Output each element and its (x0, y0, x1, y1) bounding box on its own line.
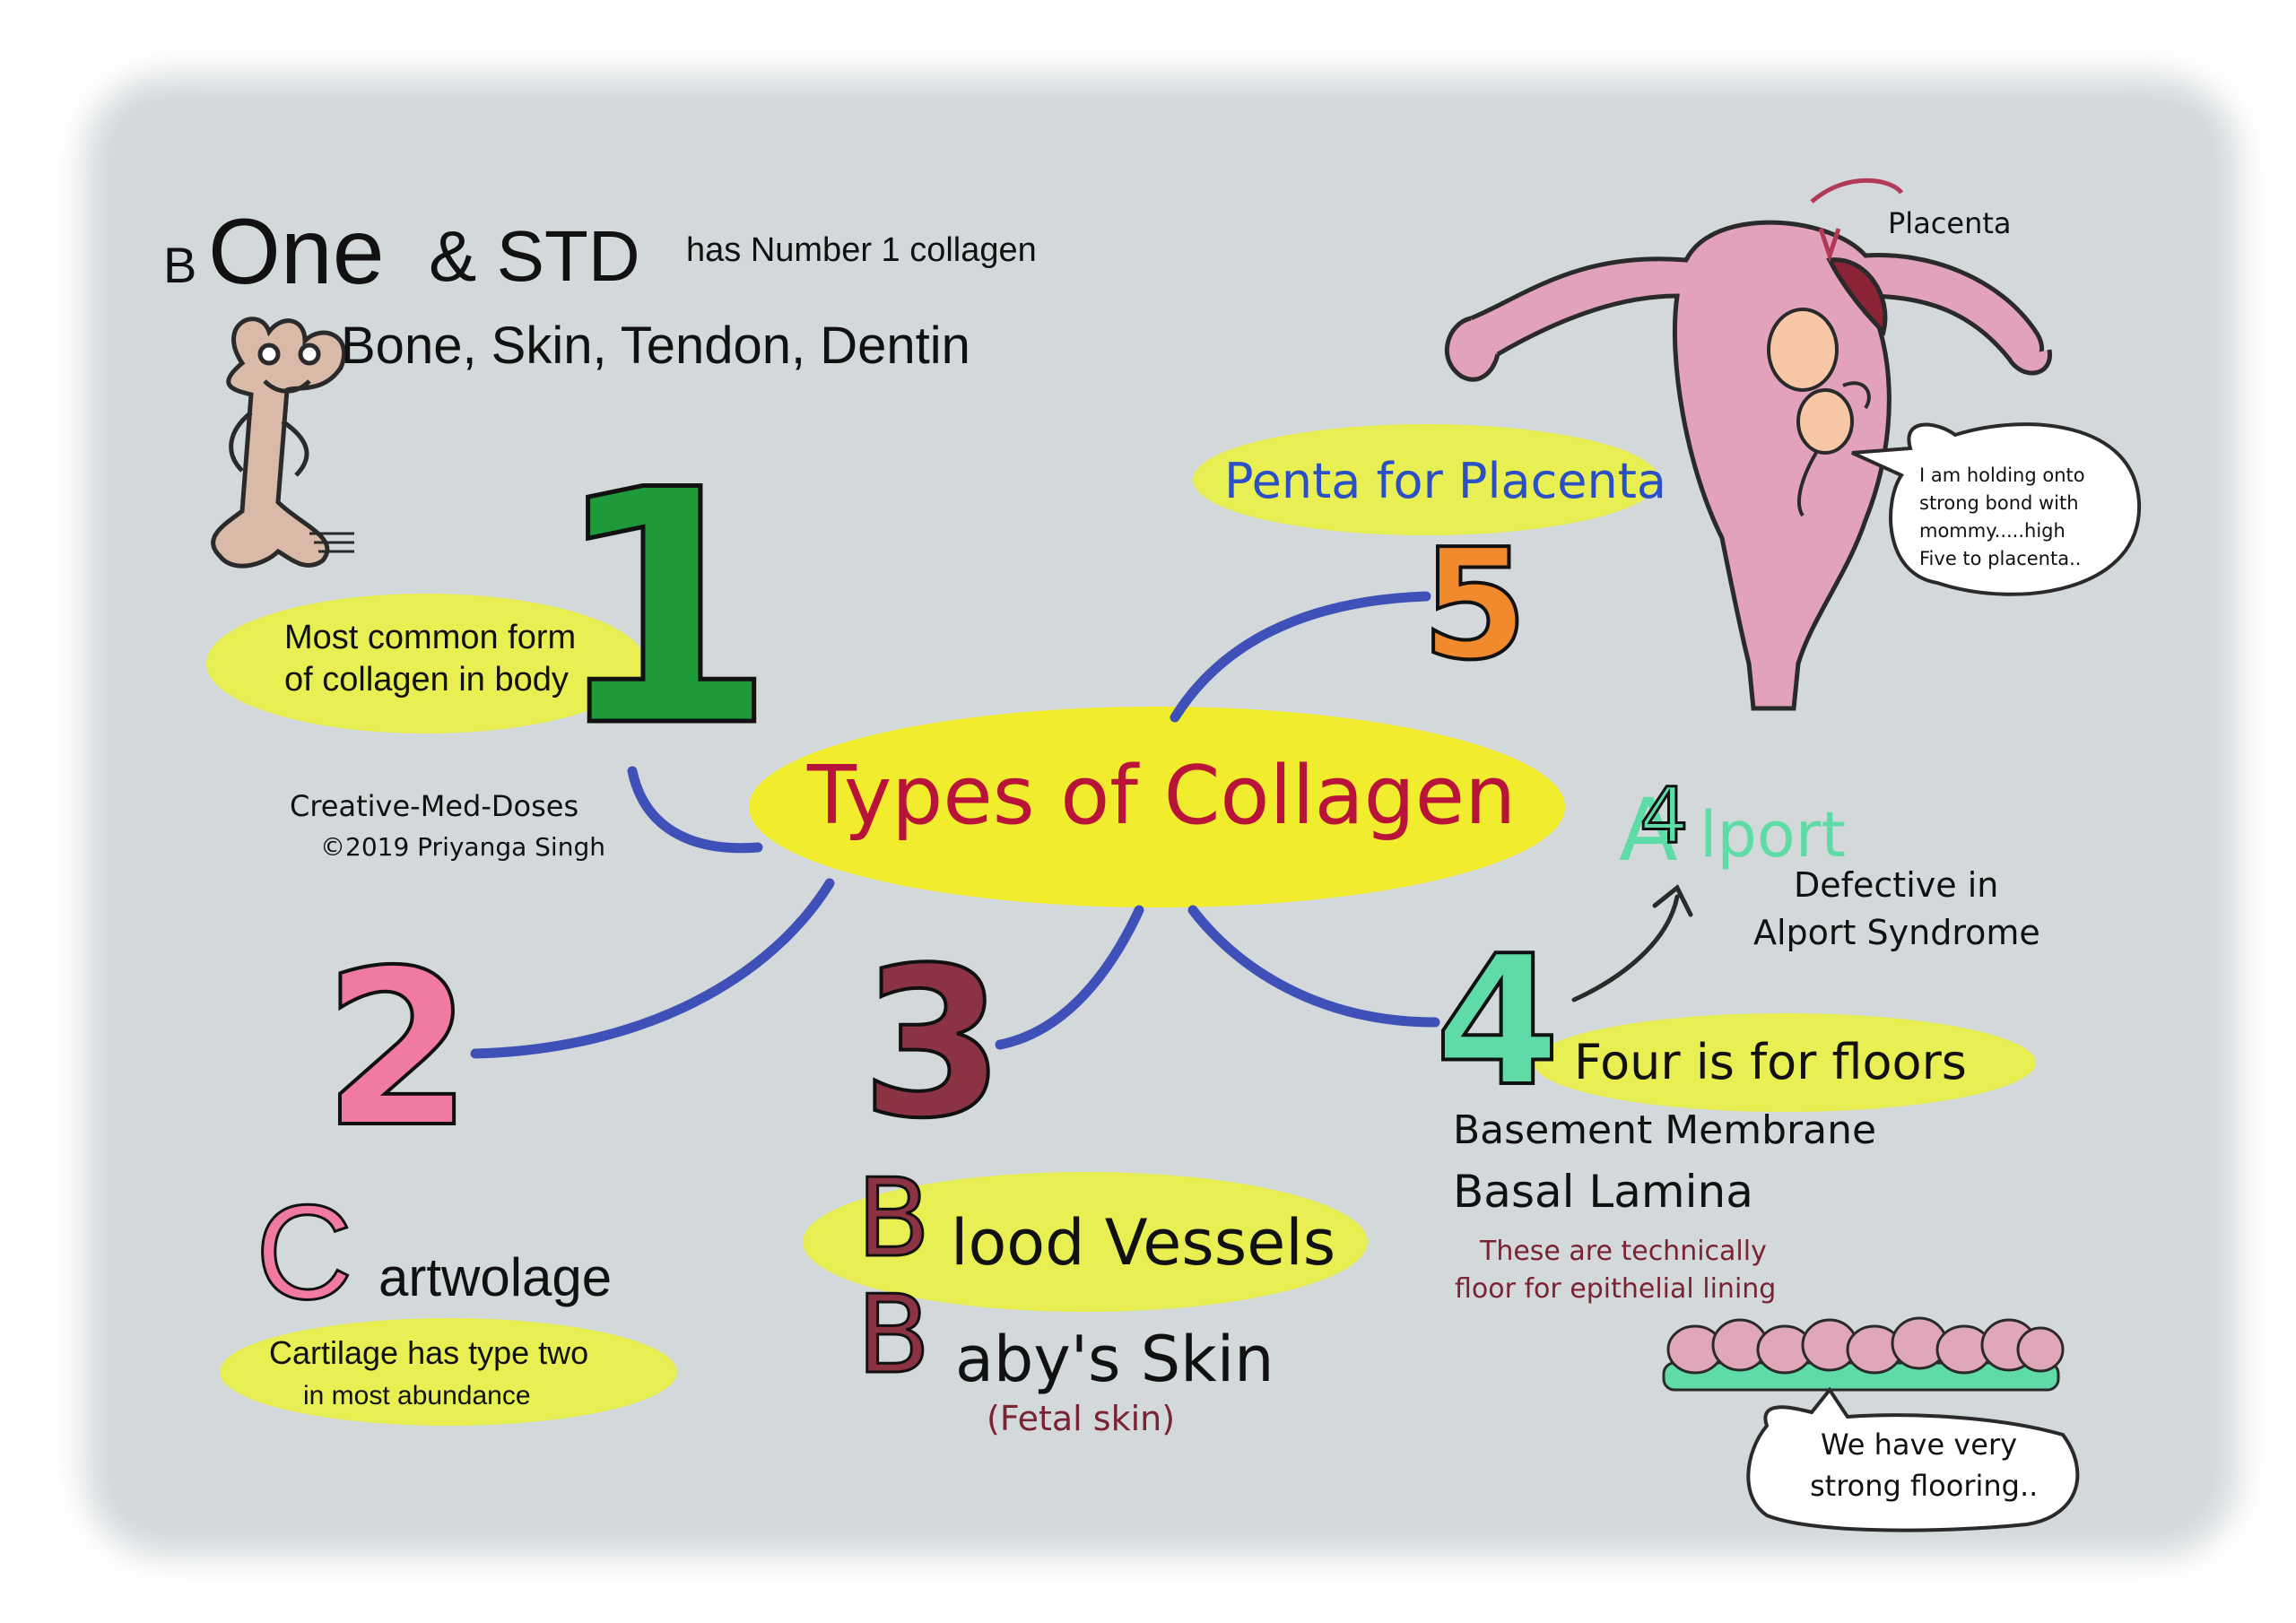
basal-lamina: Basal Lamina (1453, 1166, 1753, 1218)
highlight-cartilage (220, 1318, 677, 1426)
alport-defect-line2: Alport Syndrome (1753, 913, 2040, 952)
branch-lines (470, 591, 1440, 1059)
placenta-bubble-line3: mommy.....high (1919, 520, 2066, 542)
alport-a: A (1619, 780, 1678, 881)
arrow-icon (1571, 884, 1693, 1002)
branch-line-5 (1170, 591, 1431, 723)
flooring-bubble (1746, 1386, 2080, 1532)
title-bubble (749, 707, 1565, 907)
mnemonic-b-small: B (163, 237, 197, 293)
type2-fact-line2: in most abundance (303, 1381, 531, 1410)
placenta-label: Placenta (1888, 206, 2012, 240)
alport-defect-line1: Defective in (1794, 865, 1999, 905)
babys-skin-rest: aby's Skin (955, 1323, 1274, 1396)
uterus-icon (1444, 178, 2052, 711)
branch-line-3 (995, 905, 1144, 1050)
highlight-penta (1193, 424, 1659, 535)
mnemonic-note: has Number 1 collagen (686, 231, 1037, 269)
type1-fact-line2: of collagen in body (284, 661, 569, 699)
alport-rest: lport (1700, 798, 1846, 872)
type1-fact-line1: Most common form (284, 619, 577, 656)
bone-character-icon (211, 317, 354, 568)
type4-note-line1: These are technically (1480, 1236, 1767, 1267)
mnemonic-std: & STD (429, 216, 640, 296)
highlight-floors (1534, 1013, 2036, 1112)
fetus-icon (1767, 308, 1871, 517)
type1-expansion: Bone, Skin, Tendon, Dentin (341, 317, 970, 375)
blood-vessels-rest: lood Vessels (951, 1206, 1336, 1280)
digit-1: 1 (550, 421, 778, 797)
branch-line-1 (627, 766, 763, 854)
branch-line-2 (470, 878, 835, 1059)
highlight-type1 (206, 594, 646, 733)
cartwolage-c: C (254, 1176, 353, 1329)
type4-note-line2: floor for epithelial lining (1455, 1273, 1777, 1305)
flooring-bubble-line2: strong flooring.. (1810, 1469, 2039, 1503)
placenta-bubble-line2: strong bond with (1919, 492, 2079, 514)
cartwolage-rest: artwolage (378, 1247, 613, 1307)
digit-5: 5 (1420, 516, 1529, 694)
page-title: Types of Collagen (807, 749, 1517, 843)
type2-fact-line1: Cartilage has type two (269, 1334, 589, 1371)
penta-mnemonic: Penta for Placenta (1224, 453, 1666, 509)
mnemonic-one: One (208, 200, 385, 304)
speech-bubble-icon (1851, 422, 2142, 596)
cells-row-icon (1662, 1316, 2065, 1392)
flooring-bubble-line1: We have very (1821, 1428, 2018, 1462)
digit-2: 2 (321, 924, 474, 1175)
placenta-bubble-line1: I am holding onto (1919, 464, 2085, 486)
placenta-bubble-line4: Five to placenta.. (1919, 548, 2082, 569)
fetal-skin-note: (Fetal skin) (987, 1399, 1176, 1438)
digit-4: 4 (1433, 917, 1561, 1126)
credit-line2: ©2019 Priyanga Singh (320, 832, 605, 862)
highlight-blood-vessels (803, 1172, 1368, 1312)
floors-mnemonic: Four is for floors (1574, 1034, 1967, 1090)
digit-3: 3 (859, 924, 1006, 1164)
alport-4: 4 (1639, 770, 1691, 863)
credit-line1: Creative-Med-Doses (290, 789, 579, 823)
branch-line-4 (1187, 905, 1440, 1028)
blood-vessels-b: B (855, 1156, 931, 1283)
babys-skin-b: B (855, 1272, 931, 1400)
basement-membrane: Basement Membrane (1453, 1107, 1877, 1153)
